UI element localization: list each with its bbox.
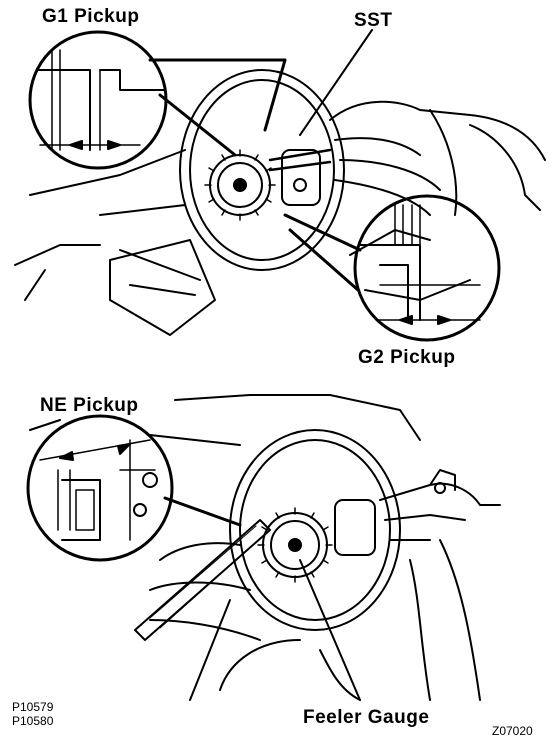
top-engine-block xyxy=(29,149,216,336)
sst-label: SST xyxy=(354,10,393,31)
bottom-left-hand xyxy=(149,542,301,701)
bottom-timing-rotor xyxy=(257,507,333,583)
g2-magnifier xyxy=(283,194,501,342)
ne-pickup-label: NE Pickup xyxy=(40,395,139,416)
top-pickup-coil xyxy=(281,149,321,206)
figure-code-1: P10579 xyxy=(12,700,54,714)
top-figure xyxy=(14,29,546,342)
ne-magnifier xyxy=(26,414,242,562)
g2-pickup-label: G2 Pickup xyxy=(358,347,456,368)
top-timing-rotor xyxy=(204,149,276,221)
bottom-figure xyxy=(26,394,501,701)
g1-magnifier xyxy=(28,30,287,170)
bottom-distributor-housing xyxy=(229,429,401,631)
top-hand xyxy=(329,100,546,216)
bottom-pickup-coil xyxy=(334,499,376,556)
figure-code-2: P10580 xyxy=(12,714,54,728)
feeler-gauge xyxy=(134,519,271,641)
top-distributor-housing xyxy=(179,69,345,271)
sst-leader xyxy=(299,29,373,136)
bottom-engine-block xyxy=(29,394,421,446)
g1-pickup-label: G1 Pickup xyxy=(42,6,140,27)
figure-code-3: Z07020 xyxy=(492,724,533,738)
bottom-right-hand xyxy=(379,469,501,541)
sst-tool xyxy=(268,148,332,172)
feeler-gauge-leader xyxy=(299,559,361,701)
feeler-gauge-label: Feeler Gauge xyxy=(303,707,430,728)
